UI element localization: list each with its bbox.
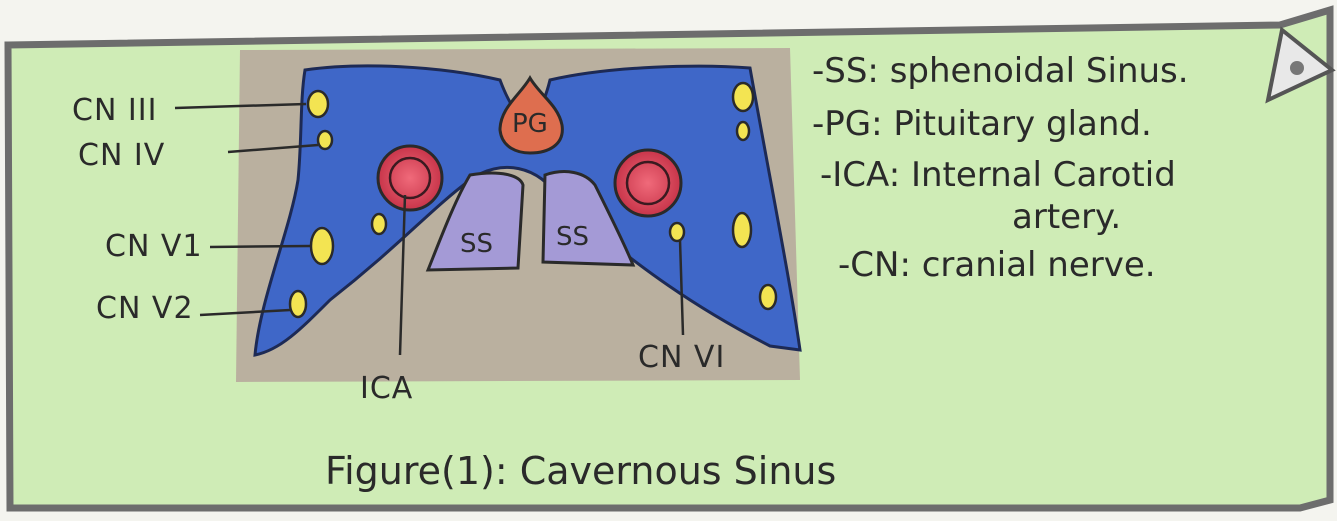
label-cn6: CN VI (638, 340, 725, 375)
label-ica: ICA (360, 371, 413, 406)
label-ss-left: SS (460, 229, 493, 259)
nerve-cnv2 (290, 291, 306, 317)
legend: -SS: sphenoidal Sinus. -PG: Pituitary gl… (812, 51, 1189, 285)
figure-caption: Figure(1): Cavernous Sinus (325, 449, 836, 493)
nerve-cn4 (318, 131, 332, 149)
nerve-cn6 (670, 223, 684, 241)
label-cnv2: CN V2 (96, 291, 194, 326)
nerve-right-4 (760, 285, 776, 309)
label-cn3: CN III (72, 93, 157, 128)
nerve-cn3 (308, 91, 328, 117)
label-cnv1: CN V1 (105, 229, 203, 264)
legend-line-ss: -SS: sphenoidal Sinus. (812, 51, 1189, 91)
nerve-right-1 (733, 83, 753, 111)
legend-line-cn: -CN: cranial nerve. (838, 245, 1156, 285)
nerve-right-3 (733, 213, 751, 247)
label-ss-right: SS (556, 222, 589, 252)
nerve-cnv1 (311, 228, 333, 264)
nerve-small-left (372, 214, 386, 234)
label-pg: PG (512, 109, 548, 139)
legend-line-ica: -ICA: Internal Carotid (820, 155, 1176, 195)
frame-corner-dot (1290, 61, 1304, 75)
legend-line-pg: -PG: Pituitary gland. (812, 104, 1152, 144)
ica-right (615, 150, 681, 216)
nerve-right-2 (737, 122, 749, 140)
legend-line-ica-cont: artery. (1012, 197, 1121, 237)
label-cn4: CN IV (78, 138, 165, 173)
ica-left (378, 146, 442, 210)
